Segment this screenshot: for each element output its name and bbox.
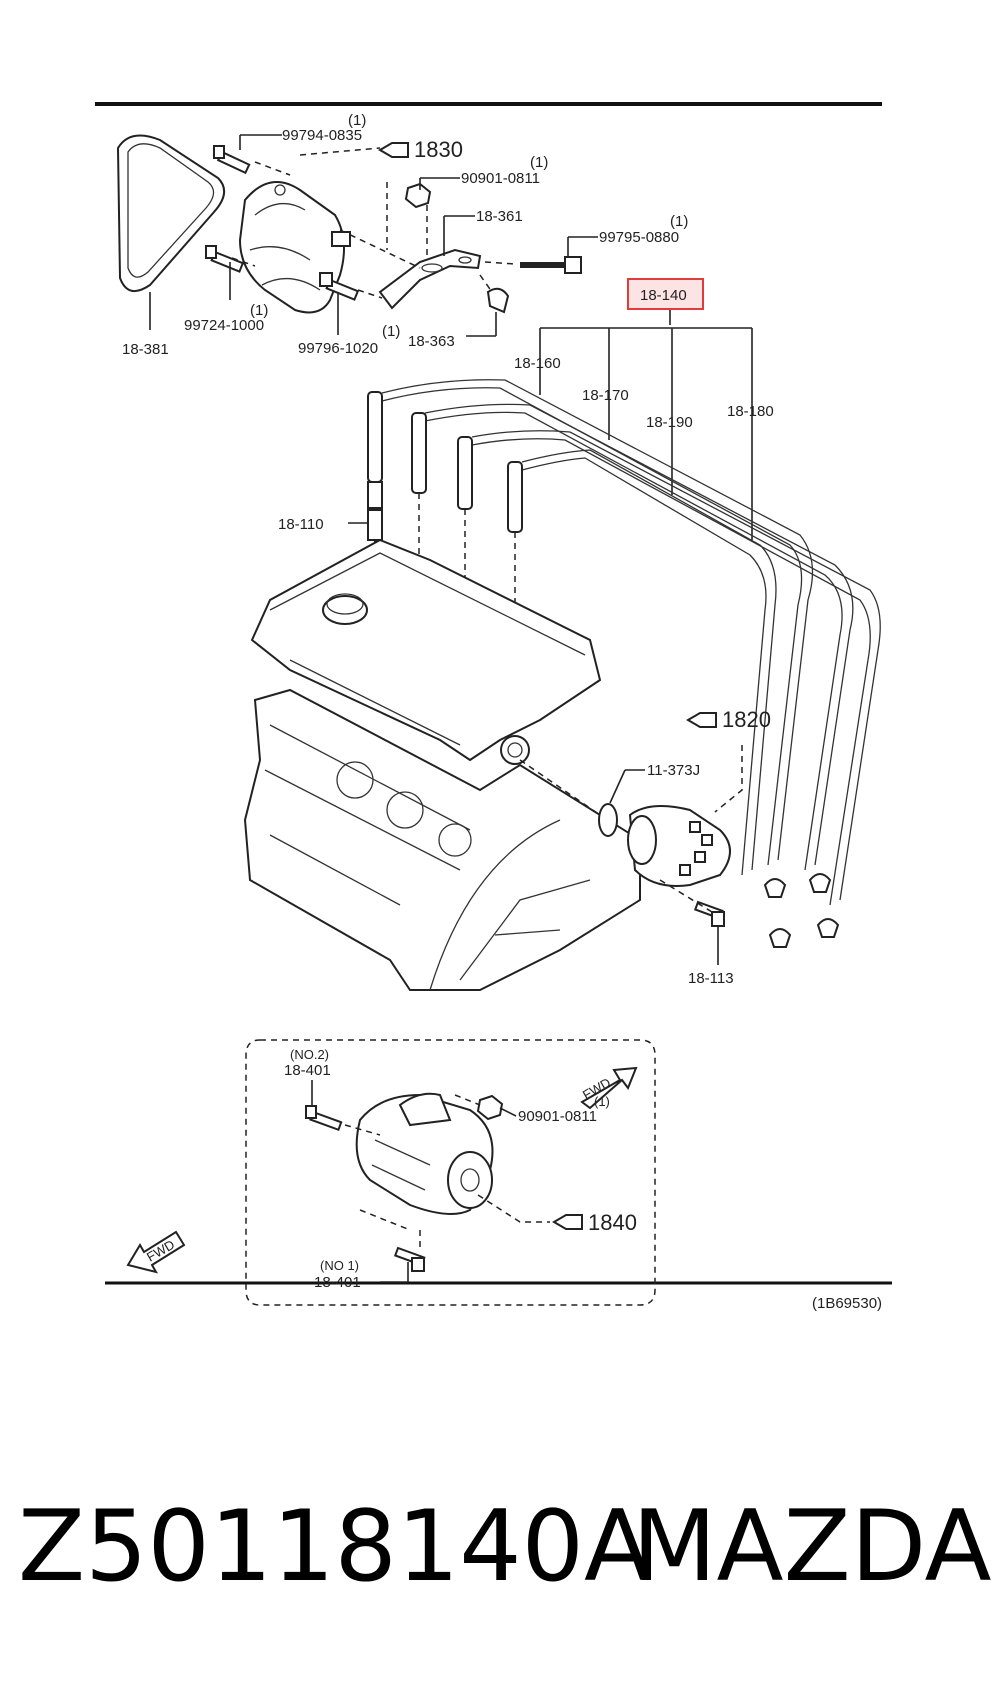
label-18-113: 18-113 bbox=[688, 970, 734, 987]
label-99796-qty: (1) bbox=[382, 323, 400, 340]
label-18-401-a: 18-401 bbox=[284, 1062, 331, 1079]
label-90901-bot-qty: (1) bbox=[594, 1094, 610, 1109]
label-99794-qty: (1) bbox=[348, 112, 366, 129]
plug-boot-1-icon bbox=[367, 391, 383, 509]
label-99795-qty: (1) bbox=[670, 213, 688, 230]
label-18-180: 18-180 bbox=[727, 403, 774, 420]
label-18-361: 18-361 bbox=[476, 208, 523, 225]
pointing-hand-icon bbox=[686, 712, 717, 728]
bolt-99794-icon bbox=[213, 145, 251, 175]
bolt-99724-icon bbox=[205, 245, 245, 273]
bolt-18-401-a-icon bbox=[305, 1105, 343, 1132]
engine-block-icon bbox=[243, 538, 641, 991]
label-90901-top: 90901-0811 bbox=[461, 170, 540, 187]
o-ring-icon bbox=[598, 803, 618, 837]
bracket-icon bbox=[378, 248, 482, 310]
label-no1: (NO 1) bbox=[320, 1258, 359, 1273]
brand-name: MAZDA bbox=[632, 1490, 992, 1604]
part-number: Z50118140A bbox=[18, 1490, 651, 1604]
bolt-18-113-icon bbox=[693, 900, 725, 927]
clip-icon bbox=[486, 287, 510, 314]
fwd-arrow-bottom-icon bbox=[126, 1230, 186, 1274]
bolt-99795-icon bbox=[520, 256, 582, 274]
label-18-170: 18-170 bbox=[582, 387, 629, 404]
plug-boot-2-icon bbox=[411, 412, 427, 494]
label-18-190: 18-190 bbox=[646, 414, 693, 431]
label-99795: 99795-0880 bbox=[599, 229, 679, 246]
pointing-hand-icon bbox=[378, 142, 409, 158]
plug-boot-4-icon bbox=[507, 461, 523, 533]
distributor-icon bbox=[627, 805, 731, 887]
plug-boot-3-icon bbox=[457, 436, 473, 510]
ref-1830: 1830 bbox=[414, 137, 463, 162]
label-99796: 99796-1020 bbox=[298, 340, 378, 357]
bolt-18-401-b-icon bbox=[393, 1246, 426, 1272]
bolt-99796-icon bbox=[319, 272, 360, 301]
starter-motor-icon bbox=[355, 1092, 494, 1215]
label-18-363: 18-363 bbox=[408, 333, 455, 350]
starter-inset-frame bbox=[245, 1039, 656, 1306]
highlight-box bbox=[627, 278, 704, 310]
nut-inset-icon bbox=[476, 1094, 504, 1121]
label-18-110: 18-110 bbox=[278, 516, 324, 533]
label-99724-qty: (1) bbox=[250, 302, 268, 319]
label-99794: 99794-0835 bbox=[282, 127, 362, 144]
label-90901-top-qty: (1) bbox=[530, 154, 548, 171]
diagram-code: (1B69530) bbox=[812, 1295, 882, 1312]
spark-plug-icon bbox=[367, 509, 383, 548]
ref-1840: 1840 bbox=[588, 1210, 637, 1235]
ref-1820: 1820 bbox=[722, 707, 771, 732]
label-no2: (NO.2) bbox=[290, 1047, 329, 1062]
label-18-140[interactable]: 18-140 bbox=[640, 287, 687, 304]
drive-belt-icon bbox=[116, 134, 225, 293]
alternator-icon bbox=[238, 181, 351, 314]
pointing-hand-icon bbox=[552, 1214, 583, 1230]
label-90901-bot: 90901-0811 bbox=[518, 1108, 597, 1125]
label-99724: 99724-1000 bbox=[184, 317, 264, 334]
nut-icon bbox=[404, 182, 432, 209]
label-18-401-b: 18-401 bbox=[314, 1274, 361, 1291]
label-18-381: 18-381 bbox=[122, 341, 169, 358]
fwd-arrow-icon bbox=[580, 1066, 638, 1110]
lead-ends-icon bbox=[763, 873, 840, 948]
ignition-leads-icon bbox=[381, 379, 881, 906]
label-18-160: 18-160 bbox=[514, 355, 561, 372]
label-11-373j: 11-373J bbox=[647, 762, 700, 779]
